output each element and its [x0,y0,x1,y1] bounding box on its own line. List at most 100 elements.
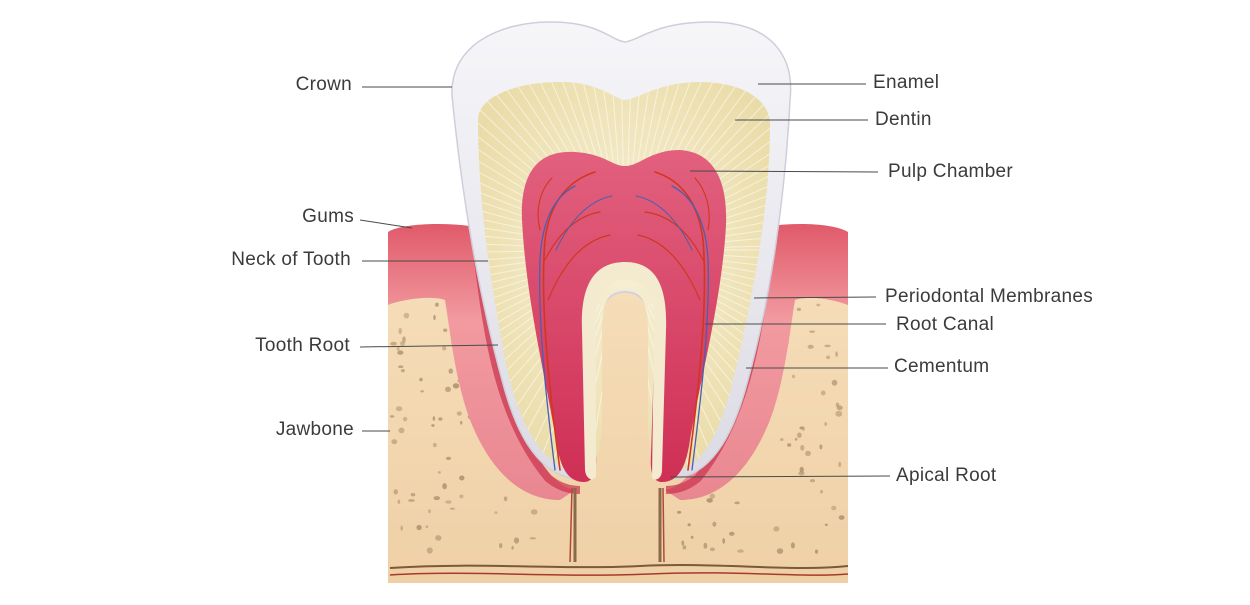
bone-pore [794,437,798,441]
dentin-tubule [529,82,608,193]
dentin-tubule [478,250,566,255]
bone-pore [433,496,440,501]
bone-pore [511,545,514,550]
pulp-chamber-shape [521,150,727,482]
bone-pore [776,548,784,554]
bone-pore [445,500,452,504]
dentin-tubule [684,222,770,246]
bone-pore [393,489,398,495]
bone-pore [682,545,687,550]
dentin-tubule [639,82,708,193]
bone-pore [435,302,439,307]
bone-pore [432,442,437,448]
dentin-tubule [629,82,655,191]
bone-pore [438,417,443,421]
bone-pore [820,390,826,396]
bone-pore [820,489,823,494]
dentin-tubule [478,260,567,309]
bone-pore [831,379,838,386]
dentin-tubule [513,82,605,194]
bone-pore [836,405,843,411]
bone-pore [709,493,716,499]
dentin-tubule [478,253,566,273]
bone-pore [681,540,685,546]
bone-pore [807,344,814,349]
bone-pore [801,426,805,431]
bone-pore [780,438,784,441]
bone-pore [432,416,436,421]
leader-lines [359,83,891,478]
bone-pore [396,346,400,351]
dentin-tubule [683,262,770,322]
bone-pore [824,523,828,526]
bone-pore [459,475,465,481]
bone-pore [452,383,460,389]
label-neck-of-tooth: Neck of Tooth [231,249,351,270]
bone-pore [398,327,403,335]
bone-pore [838,515,845,520]
dentin-tubule [599,82,621,191]
bone-pore [420,390,424,393]
nerve-vessel [555,195,613,251]
dentin-tubule [478,266,568,343]
bone-pore [819,444,823,450]
bone-pore [428,509,431,514]
bone-pore [449,507,456,510]
dentin-tubule [626,82,637,191]
dentin-tubule [682,266,770,339]
bone-pore [800,444,805,451]
dentin-tubule [683,187,770,239]
label-enamel: Enamel [873,72,940,93]
dentin-tubule [582,82,618,191]
dentin-tubule [678,275,770,389]
bone-pore [402,416,408,422]
bone-pore [798,471,805,476]
bone-pore [799,466,804,473]
dentin-tubule [684,240,770,249]
bone-pore [494,511,498,514]
bone-pore [826,355,831,360]
dentin-tubule [684,256,770,287]
bone-pore [402,336,406,343]
bone-pore [773,526,780,532]
dentin-tubule [643,82,725,194]
nerve-vessel [694,177,710,231]
bone-pore [734,501,740,505]
bone-pore [712,521,717,527]
bone-pore [445,386,451,392]
bone-pore [456,411,462,416]
bone-pore [835,351,838,357]
bone-pore [425,525,429,528]
bone-pore [809,479,816,483]
bone-pore [796,307,802,311]
bone-pore [809,330,815,333]
nerve-vessels [537,171,710,471]
bone-pore [435,535,442,541]
bone-pore [791,374,796,379]
bone-pore [442,483,447,490]
bone-pore [397,350,404,355]
dentin-tubule [478,263,567,326]
dentin-tubule [684,259,770,304]
bone-pore [391,439,398,445]
bone-pore [831,505,837,511]
dentin-tubule [680,272,770,373]
dentin-tubule [564,82,615,192]
bone-pore [389,415,395,418]
bone-pore [797,432,802,438]
nerve-vessel [539,185,576,471]
bone-pore [676,510,682,514]
bone-pore [459,494,464,499]
bone-pore [400,369,405,373]
bone-pore [787,443,792,447]
bone-pore [703,542,708,549]
label-tooth-root: Tooth Root [255,335,350,356]
nerve-vessel [637,234,701,301]
label-crown: Crown [295,74,352,95]
bone-pore [390,341,397,346]
bone-pore [709,547,715,552]
bone-pore [499,543,503,549]
bone-pore [437,471,441,474]
